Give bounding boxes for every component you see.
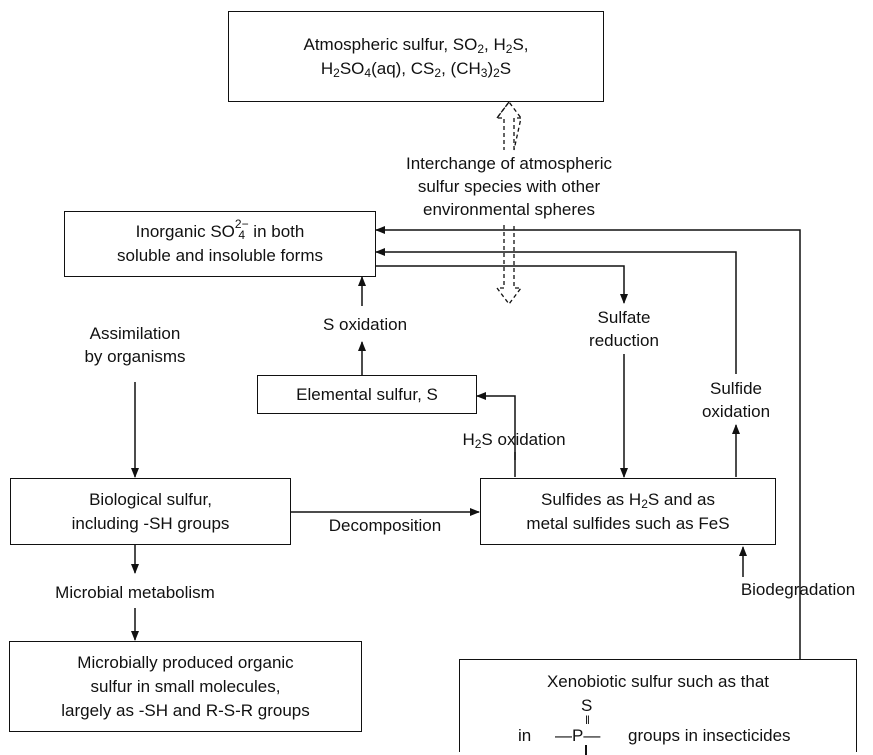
sulfides-box: Sulfides as H2S and as metal sulfides su…	[480, 478, 776, 545]
biodegradation-label: Biodegradation	[740, 580, 856, 599]
sulfate-reduction-label: Sulfate reduction	[589, 308, 659, 350]
assimilation-label: Assimilation by organisms	[84, 324, 186, 366]
interchange-label: Interchange of atmospheric sulfur specie…	[354, 152, 664, 221]
inorganic-line-2: soluble and insoluble forms	[116, 246, 323, 265]
h2s-oxidation-label: H2S oxidation	[462, 430, 566, 451]
elemental-sulfur-box: Elemental sulfur, S	[257, 375, 477, 414]
biological-sulfur-box: Biological sulfur, including -SH groups	[10, 478, 291, 545]
microbial-organic-sulfur-box: Microbially produced organic sulfur in s…	[9, 641, 362, 732]
decomposition-label: Decomposition	[328, 516, 442, 535]
phosphorus-group-structure: S ‖ in —P— groups in insecticides	[478, 694, 838, 755]
s-oxidation-label: S oxidation	[322, 315, 408, 334]
microbial-metabolism-label: Microbial metabolism	[55, 583, 215, 602]
sulfide-oxidation-label: Sulfide oxidation	[701, 379, 771, 421]
xenobiotic-to-inorganic-arrow	[375, 226, 801, 659]
atmospheric-interchange-arrow	[495, 100, 523, 306]
xenobiotic-sulfur-box: Xenobiotic sulfur such as that S ‖ in —P…	[459, 659, 857, 755]
atmospheric-line-1: Atmospheric sulfur, SO2, H2S,	[303, 34, 529, 56]
atmospheric-line-2: H2SO4(aq), CS2, (CH3)2S	[320, 58, 512, 80]
sulfate-reduction-arrow	[376, 265, 628, 304]
h2s-oxidation-arrow	[476, 392, 516, 477]
atmospheric-sulfur-box: Atmospheric sulfur, SO2, H2S, H2SO4(aq),…	[228, 11, 604, 102]
sulfide-oxidation-arrow-upper	[375, 248, 737, 374]
